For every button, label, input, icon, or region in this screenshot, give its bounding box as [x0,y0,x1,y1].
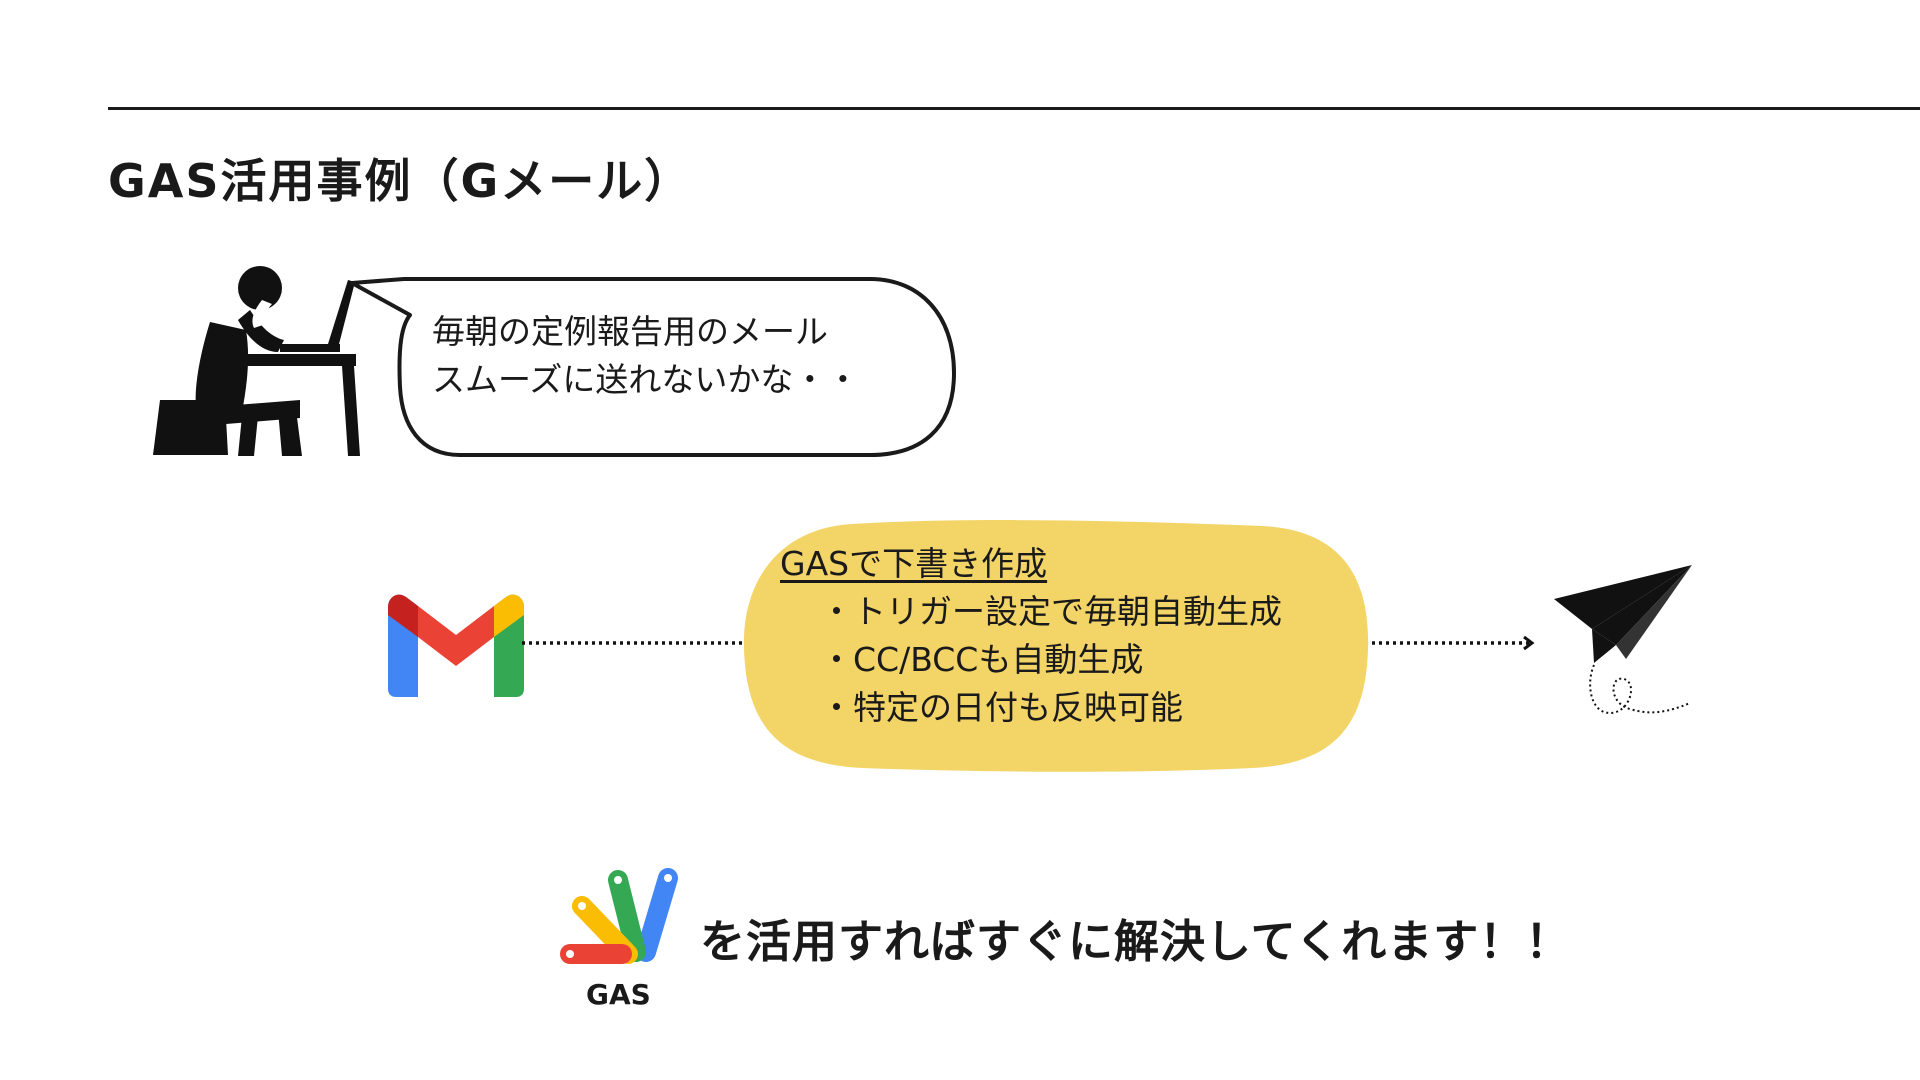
solution-item: ・CC/BCCも自動生成 [820,640,1144,679]
conclusion-text: を活用すればすぐに解決してくれます！！ [700,915,1572,968]
speech-bubble-text: 毎朝の定例報告用のメール スムーズに送れないかな・・ [432,308,859,404]
solution-item: ・トリガー設定で毎朝自動生成 [820,592,1282,631]
flow-connector [522,635,1535,651]
gmail-logo-icon [388,594,524,697]
paper-plane-icon [1554,565,1692,715]
worried-person-at-laptop-icon [153,266,360,456]
speech-line-1: 毎朝の定例報告用のメール [432,312,828,351]
gas-logo-label: GAS [586,978,651,1011]
speech-bubble [350,277,956,457]
solution-text: GASで下書き作成 ・トリガー設定で毎朝自動生成 ・CC/BCCも自動生成 ・特… [780,540,1282,732]
solution-box [743,520,1369,772]
solution-item: ・特定の日付も反映可能 [820,688,1183,727]
google-apps-script-logo-icon [560,868,678,964]
header-divider [108,107,1920,110]
speech-line-2: スムーズに送れないかな・・ [432,360,860,399]
solution-heading: GASで下書き作成 [780,544,1048,583]
slide-title: GAS活用事例（Gメール） [108,154,693,208]
